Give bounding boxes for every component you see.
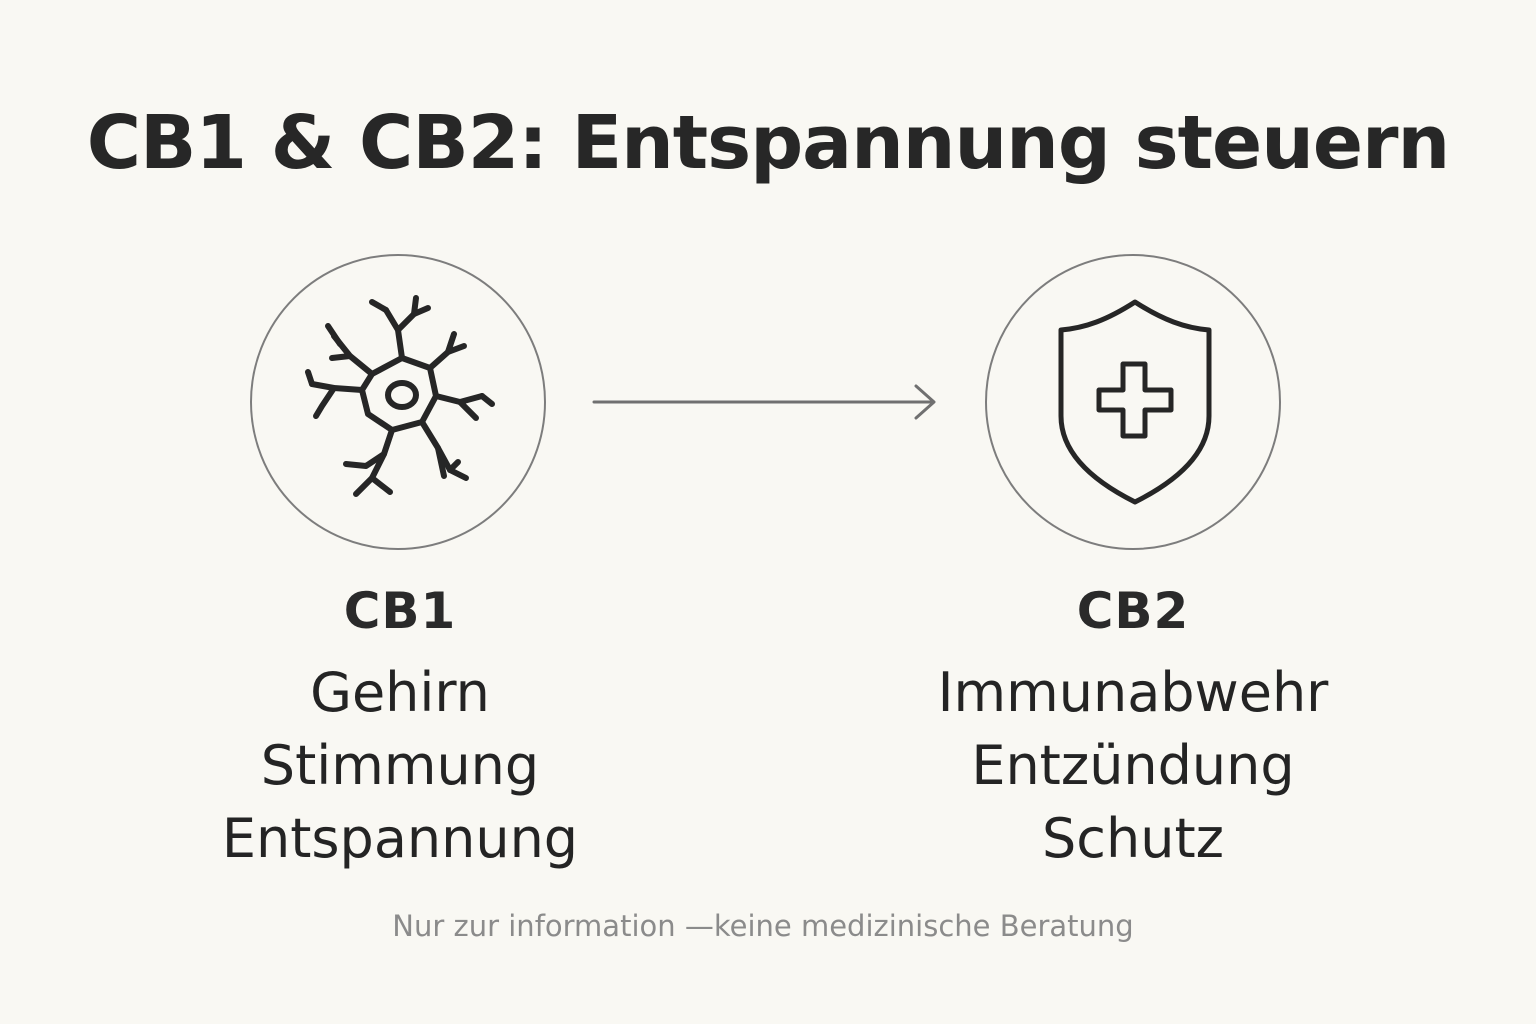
list-item: Entzündung: [971, 734, 1295, 797]
list-item: Immunabwehr: [937, 661, 1329, 724]
list-item: Schutz: [1042, 807, 1224, 870]
page-title: CB1 & CB2: Entspannung steuern: [86, 100, 1451, 186]
disclaimer-text: Nur zur information —keine medizinische …: [392, 909, 1134, 943]
cb1-title: CB1: [343, 582, 457, 640]
shield-plus-icon: [1058, 299, 1212, 505]
cb2-function-list: Immunabwehr Entzündung Schutz: [873, 656, 1393, 875]
cb2-icon-circle: [985, 254, 1281, 550]
list-item: Entspannung: [221, 807, 579, 870]
list-item: Stimmung: [260, 734, 540, 797]
cb1-icon-circle: [250, 254, 546, 550]
arrow-right-icon: [592, 384, 936, 420]
cb1-function-list: Gehirn Stimmung Entspannung: [140, 656, 660, 875]
list-item: Gehirn: [310, 661, 490, 724]
cb2-title: CB2: [1076, 582, 1190, 640]
neuron-icon: [305, 295, 495, 497]
